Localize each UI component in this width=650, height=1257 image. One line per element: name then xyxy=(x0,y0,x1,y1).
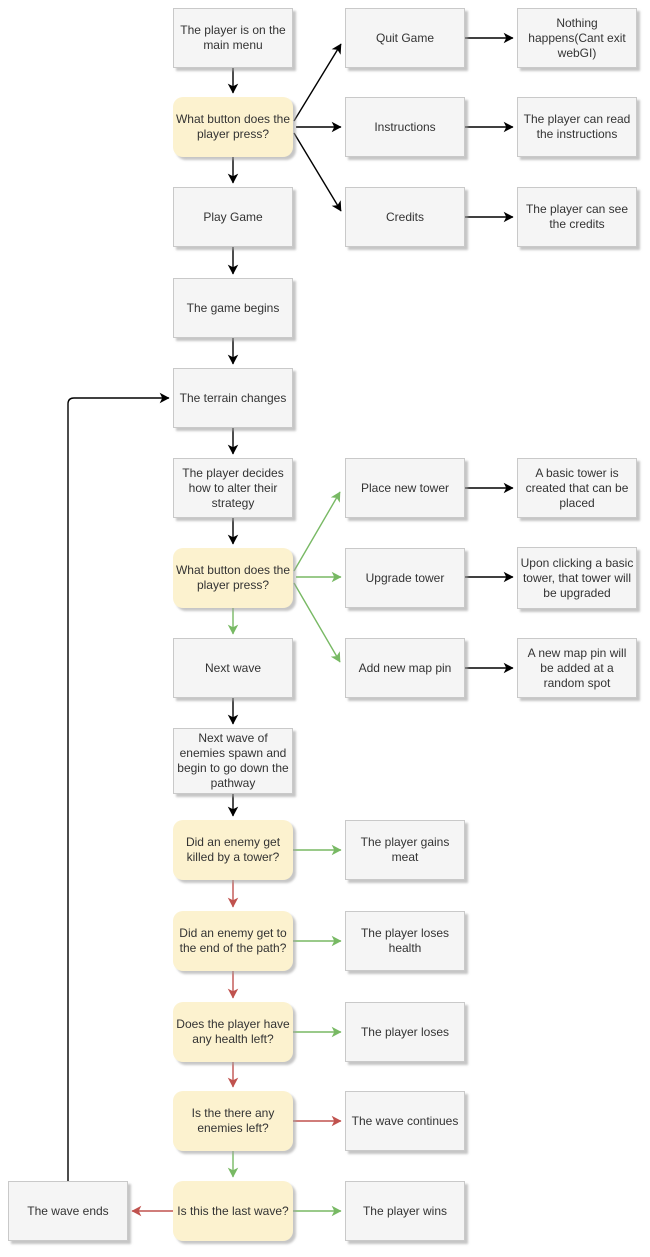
node-health-left-question: Does the player have any health left? xyxy=(173,1002,293,1062)
node-add-map-pin: Add new map pin xyxy=(345,638,465,698)
node-enemies-spawn: Next wave of enemies spawn and begin to … xyxy=(173,728,293,794)
node-wave-ends: The wave ends xyxy=(8,1181,128,1241)
node-play-game: Play Game xyxy=(173,187,293,247)
node-place-tower: Place new tower xyxy=(345,458,465,518)
node-wave-continues: The wave continues xyxy=(345,1091,465,1151)
node-game-begins: The game begins xyxy=(173,278,293,338)
node-map-pin-added: A new map pin will be added at a random … xyxy=(517,638,637,698)
node-terrain-changes: The terrain changes xyxy=(173,368,293,428)
node-enemy-killed-question: Did an enemy get killed by a tower? xyxy=(173,820,293,880)
node-instructions: Instructions xyxy=(345,97,465,157)
node-next-wave: Next wave xyxy=(173,638,293,698)
node-nothing-happens: Nothing happens(Cant exit webGI) xyxy=(517,8,637,68)
node-enemies-left-question: Is the there any enemies left? xyxy=(173,1091,293,1151)
node-loses-health: The player loses health xyxy=(345,911,465,971)
node-quit-game: Quit Game xyxy=(345,8,465,68)
node-gains-meat: The player gains meat xyxy=(345,820,465,880)
node-main-menu: The player is on the main menu xyxy=(173,8,293,68)
edge-pressq1-quitgame xyxy=(293,43,342,122)
node-see-credits: The player can see the credits xyxy=(517,187,637,247)
edge-pressq1-credits xyxy=(293,132,342,212)
node-last-wave-question: Is this the last wave? xyxy=(173,1181,293,1241)
node-credits: Credits xyxy=(345,187,465,247)
edge-pressq2-placetower xyxy=(293,491,341,572)
node-tower-upgraded: Upon clicking a basic tower, that tower … xyxy=(517,547,637,609)
node-press-question-1: What button does the player press? xyxy=(173,97,293,157)
node-read-instructions: The player can read the instructions xyxy=(517,97,637,157)
node-press-question-2: What button does the player press? xyxy=(173,548,293,608)
node-player-loses: The player loses xyxy=(345,1002,465,1062)
node-player-decides: The player decides how to alter their st… xyxy=(173,458,293,518)
node-player-wins: The player wins xyxy=(345,1181,465,1241)
edge-waveends-terrainchanges xyxy=(67,392,170,1181)
node-enemy-end-question: Did an enemy get to the end of the path? xyxy=(173,911,293,971)
node-upgrade-tower: Upgrade tower xyxy=(345,548,465,608)
node-basic-tower-created: A basic tower is created that can be pla… xyxy=(517,458,637,518)
edge-pressq2-addmappin xyxy=(293,582,341,663)
